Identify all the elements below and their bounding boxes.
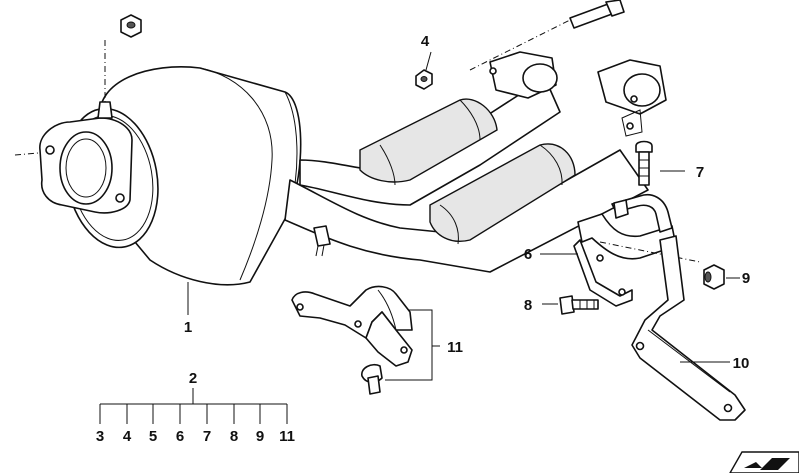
set-item: 3: [96, 428, 104, 445]
bolt-part-7: [635, 140, 653, 186]
set-item: 8: [230, 428, 238, 445]
catalytic-converter: [14, 40, 302, 286]
callout-4: 4: [421, 33, 430, 50]
callout-11: 11: [447, 339, 463, 356]
bolt-axis-line: [469, 19, 571, 71]
nut-part-4: [415, 69, 433, 90]
set-item: 4: [123, 428, 132, 445]
callout-1: 1: [184, 319, 192, 336]
clamp-part-6: [573, 194, 701, 307]
callout-7: 7: [696, 164, 704, 181]
clamp-axis-line: [599, 241, 701, 263]
set-item: 5: [149, 428, 157, 445]
set-item: 9: [256, 428, 264, 445]
set-list: 3 4 5 6 7 8 9 11: [96, 428, 295, 445]
callout-9: 9: [742, 270, 750, 287]
hanger-bracket-part-11: [291, 285, 413, 367]
callout-2: 2: [189, 370, 197, 387]
bolt-part-8: [559, 295, 599, 315]
callout-8: 8: [524, 297, 532, 314]
callout-6: 6: [524, 246, 532, 263]
set-item: 6: [176, 428, 184, 445]
nut-top: [120, 14, 142, 38]
callout-10: 10: [733, 355, 750, 372]
set-item: 7: [203, 428, 211, 445]
screw-part-11: [361, 363, 383, 395]
twin-exhaust-pipes: [284, 51, 667, 273]
bolt-top: [469, 0, 625, 71]
bracket-part-10: [631, 235, 746, 421]
set-item: 11: [279, 428, 295, 445]
leader-lines: [99, 51, 740, 424]
arrow-corner-icon: [729, 451, 799, 473]
nut-part-9: [703, 264, 725, 290]
